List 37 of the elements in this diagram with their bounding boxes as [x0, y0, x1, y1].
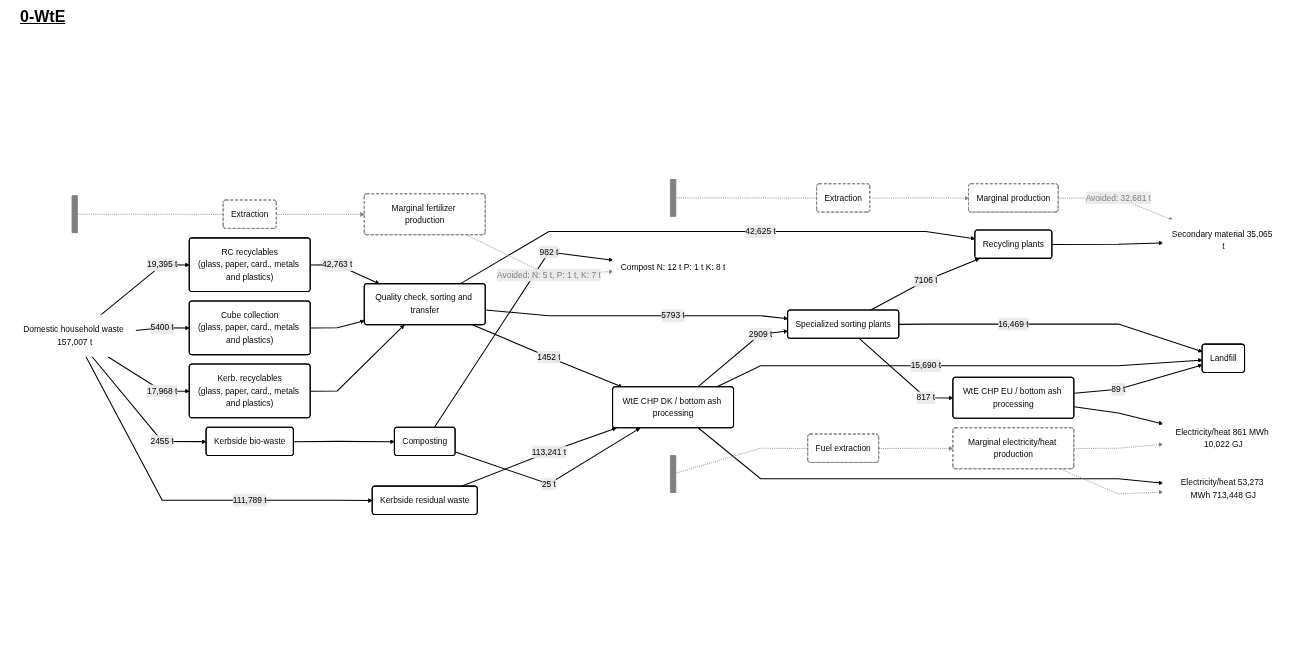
edge-label: 25 t: [541, 479, 556, 489]
node-text: Secondary material 35,065 t: [1171, 229, 1273, 252]
node-text: Electricity/heat 861 MWh 10,022 GJ: [1175, 427, 1269, 449]
edge-label: 42,625 t: [745, 226, 776, 236]
arrow: [1073, 363, 1203, 394]
connector: [676, 447, 809, 474]
arrow: [293, 439, 395, 444]
edge-label: 17,968 t: [147, 386, 178, 396]
edge-label: 19,395 t: [147, 259, 178, 269]
edge-label: Avoided: N: 5 t, P: 1 t, K: 7 t: [497, 270, 601, 280]
arrow: [454, 427, 641, 485]
arrow: [472, 324, 623, 388]
edge-label: 113,241 t: [531, 447, 567, 457]
arrow: [898, 323, 1203, 353]
edge-label: 89 t: [1111, 384, 1126, 394]
arrow: [1051, 240, 1164, 246]
diagram-title: 0-WtE: [20, 8, 66, 26]
arrow: [716, 358, 1203, 388]
edge-label: Avoided: 32,681 t: [1085, 193, 1151, 203]
edge-label: 111,789 t: [232, 495, 267, 505]
edge-label: 5400 t: [150, 323, 174, 333]
arrow: [433, 251, 614, 428]
edge-label: 7106 t: [914, 275, 938, 285]
edge-label: 42,763 t: [322, 259, 353, 269]
edge-label: 982 t: [539, 247, 559, 257]
edge-label: 16,469 t: [998, 319, 1029, 329]
edge-label: 2909 t: [748, 329, 773, 339]
edge-label: 15,690 t: [910, 360, 942, 370]
edge-label: 5793 t: [661, 310, 685, 320]
edge-label: 2455 t: [150, 436, 174, 446]
node-text: Compost N: 12 t P: 1 t K: 8 t: [620, 262, 726, 272]
edge-label: 817 t: [916, 393, 936, 402]
connector: [676, 197, 818, 199]
node-text: Electricity/heat 53,273 MWh 713,448 GJ: [1180, 477, 1264, 500]
arrow: [1073, 406, 1164, 426]
edge-label: 1452 t: [537, 352, 561, 362]
node-text: Domestic household waste 157,007 t: [23, 324, 124, 347]
